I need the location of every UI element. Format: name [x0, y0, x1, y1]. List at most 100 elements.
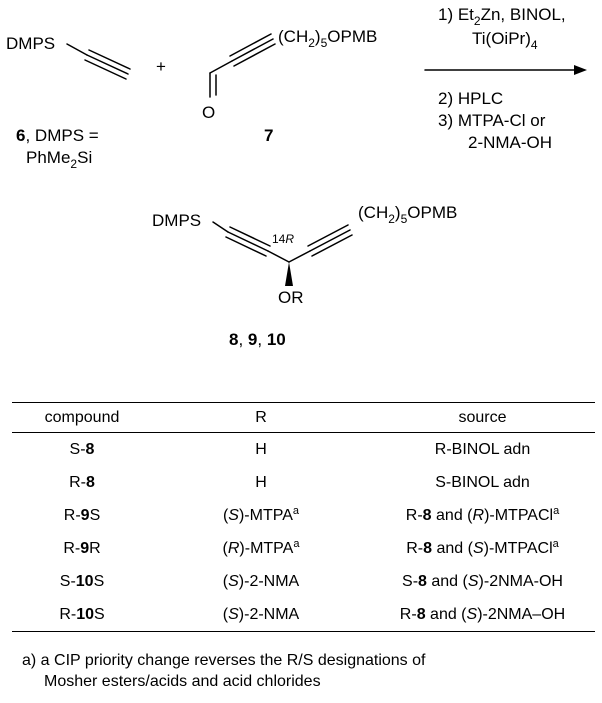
reagent-6-caption-line2: PhMe2Si [26, 148, 92, 171]
stereocenter-label: 14R [272, 232, 294, 246]
compound-suffix: R [89, 540, 101, 557]
product-si-bond [212, 221, 229, 233]
r-prefix: ( [222, 573, 229, 590]
compound-number: 8 [85, 441, 95, 458]
stereo-num: 14 [272, 232, 286, 246]
caption-6-rest: , DMPS = [25, 126, 98, 145]
cell-r: (R)-MTPAa [152, 532, 370, 565]
caption-6-si: Si [77, 148, 92, 167]
chain-7-mid: ) [315, 27, 321, 46]
compound-number: 9 [80, 507, 90, 524]
source-mid: and ( [425, 606, 467, 623]
footnote-line2: Mosher esters/acids and acid chlorides [44, 673, 321, 690]
alkyne-bond-6c [84, 59, 127, 80]
chain-7-sub: 2 [308, 36, 315, 50]
source-config: R [472, 507, 485, 524]
product-labels: 8, 9, 10 [229, 330, 286, 349]
source-config: S [467, 573, 479, 590]
condition-step3: 3) MTPA-Cl or [438, 111, 546, 130]
cell-r: (S)-2-NMA [152, 598, 370, 632]
compound-number: 9 [80, 540, 90, 557]
reaction-conditions: 1) Et2Zn, BINOL, Ti(OiPr)4 2) HPLC 3) MT… [424, 5, 587, 152]
cell-r: H [152, 466, 370, 499]
source-prefix: S- [402, 573, 419, 590]
reagent-6-caption: 6, DMPS = [16, 126, 99, 145]
product-alkyne-left-b [229, 226, 271, 247]
source-footnote-mark: a [552, 538, 559, 550]
cell-source: R-8 and (R)-MTPACla [370, 499, 595, 532]
chain-7-post: OPMB [327, 27, 377, 46]
product-c14-right [288, 250, 311, 263]
alkyne-bond-7b [229, 33, 272, 57]
cell-r: (S)-2-NMA [152, 565, 370, 598]
caption-6-phme: PhMe [26, 148, 70, 167]
r-config: S [228, 606, 239, 623]
reaction-arrowhead [574, 65, 587, 75]
condition-step1-line2: Ti(OiPr)4 [472, 29, 538, 52]
r-footnote-mark: a [293, 538, 300, 550]
product-or-group: OR [278, 288, 304, 307]
r-config: R [227, 540, 240, 557]
sep-1: , [238, 330, 247, 349]
source-config: S [472, 540, 484, 557]
product-structure: DMPS 14R (CH2)5OPMB OR 8, 9, 10 [152, 203, 457, 349]
source-reagent: )-MTPACl [483, 540, 553, 557]
r-group: )-2-NMA [238, 573, 300, 590]
p-chain-mid: ) [395, 203, 401, 222]
compound-6-number: 6 [16, 126, 25, 145]
condition-step2: 2) HPLC [438, 89, 503, 108]
label-10: 10 [267, 330, 286, 349]
header-source: source [370, 402, 595, 433]
chain-7-sub2: 5 [321, 36, 328, 50]
reagent-6: DMPS 6, DMPS = PhMe2Si [6, 34, 131, 171]
table-header-row: compound R source [12, 402, 595, 433]
p-chain-pre: (CH [358, 203, 388, 222]
caption-6-sub: 2 [70, 157, 77, 171]
cell-source: S-BINOL adn [370, 466, 595, 499]
source-compound: 8 [422, 507, 432, 524]
stereo-letter: R [285, 232, 294, 246]
r-footnote-mark: a [292, 505, 300, 517]
step1-sub: 2 [474, 14, 481, 28]
step1-a: 1) Et [438, 5, 474, 24]
table-row: S-8 H R-BINOL adn [12, 433, 595, 467]
cell-source: S-8 and (S)-2NMA-OH [370, 565, 595, 598]
step1-b: Zn, BINOL, [481, 5, 566, 24]
cell-compound: S-8 [12, 433, 152, 467]
wedge-bond [285, 262, 293, 286]
cell-r: (S)-MTPAa [152, 499, 370, 532]
source-reagent: )-2NMA–OH [477, 606, 566, 623]
cell-r: H [152, 433, 370, 467]
compound-suffix: S [89, 507, 101, 524]
r-config: S [228, 573, 239, 590]
cell-source: R-8 and (S)-2NMA–OH [370, 598, 595, 632]
aldehyde-cc-bond [209, 60, 233, 74]
r-prefix: ( [222, 540, 228, 557]
cell-source: R-BINOL adn [370, 433, 595, 467]
r-group: H [255, 474, 267, 491]
compound-suffix: S [94, 606, 105, 623]
product-alkyne-right-c [311, 234, 353, 257]
source-prefix: S-BINOL adn [435, 474, 530, 491]
source-prefix: R- [405, 507, 423, 524]
source-prefix: R- [399, 606, 417, 623]
r-group: H [255, 441, 267, 458]
alkyne-bond-6b [88, 49, 131, 70]
r-group: )-2-NMA [238, 606, 300, 623]
step1-c: Ti(OiPr) [472, 29, 531, 48]
source-mid: and ( [432, 540, 473, 557]
p-chain-post: OPMB [407, 203, 457, 222]
compound-7-number: 7 [264, 126, 273, 145]
product-dmps-label: DMPS [152, 211, 201, 230]
header-compound: compound [12, 402, 152, 433]
r-group: )-MTPA [238, 507, 293, 524]
cell-compound: R-10S [12, 598, 152, 632]
source-footnote-mark: a [553, 505, 560, 517]
source-prefix: R-BINOL adn [434, 441, 531, 458]
compound-number: 10 [76, 606, 94, 623]
